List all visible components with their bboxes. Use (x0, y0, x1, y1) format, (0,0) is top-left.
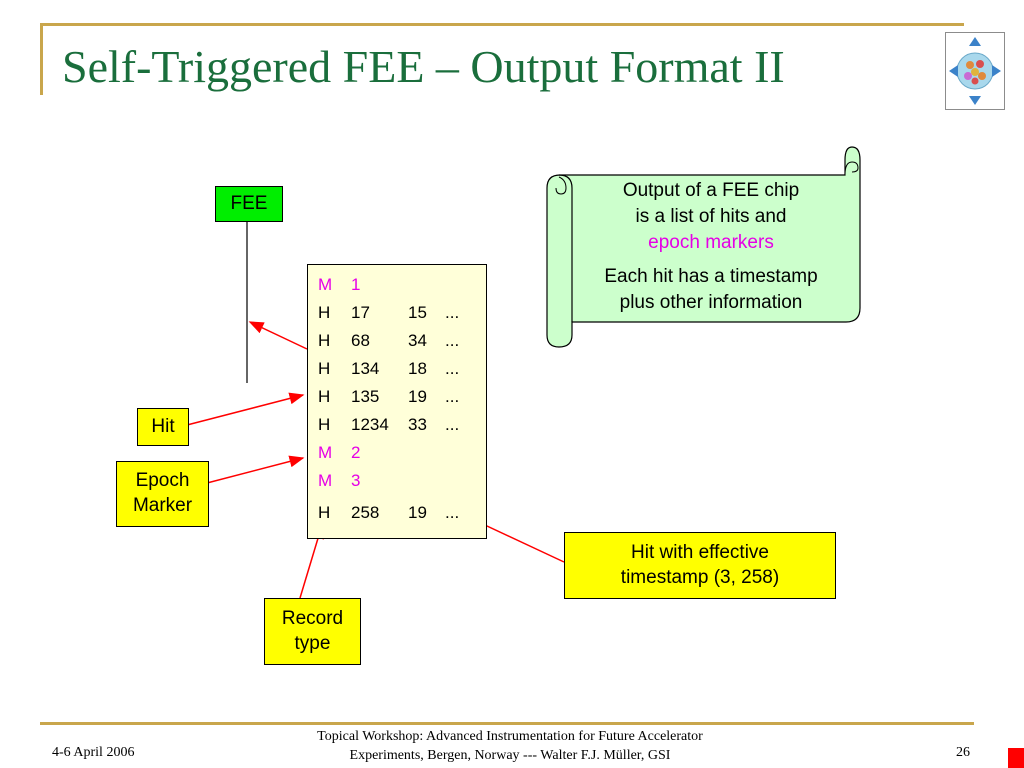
record-value: 33 (408, 415, 427, 434)
record-timestamp: 68 (351, 331, 370, 350)
note-line3: epoch markers (648, 232, 774, 253)
record-more: ... (445, 303, 460, 322)
effective-line2: timestamp (3, 258) (620, 566, 780, 588)
record-type: M (318, 471, 333, 490)
arrow-effective-timestamp (470, 518, 565, 563)
record-more: ... (445, 503, 460, 522)
record-timestamp: 17 (351, 303, 370, 322)
footer-citation: Topical Workshop: Advanced Instrumentati… (250, 727, 770, 765)
footer-date: 4-6 April 2006 (52, 745, 135, 760)
epoch-label-line1: Epoch (135, 470, 190, 492)
record-value: 18 (408, 359, 427, 378)
note-line5: plus other information (619, 292, 803, 313)
record-label-line2: type (294, 632, 331, 654)
record-type: H (318, 415, 331, 434)
arrow-list-to-fee (248, 321, 308, 350)
slide-title: Self-Triggered FEE – Output Format II (62, 41, 785, 92)
fee-box: FEE (215, 186, 283, 222)
record-label-line1: Record (281, 607, 344, 629)
record-timestamp: 135 (351, 387, 380, 406)
top-frame-line (40, 23, 964, 26)
footer-line1: Topical Workshop: Advanced Instrumentati… (317, 729, 703, 744)
hit-label: Hit (151, 415, 175, 437)
footer-line2: Experiments, Bergen, Norway --- Walter F… (349, 748, 671, 763)
record-more: ... (445, 415, 460, 434)
record-timestamp: 2 (351, 443, 361, 462)
record-more: ... (445, 387, 460, 406)
record-type: H (318, 303, 331, 322)
record-list: M 1 H 17 15 ... H 68 34 ... H 134 18 ...… (307, 264, 487, 539)
effective-line1: Hit with effective (631, 541, 769, 563)
epoch-marker-label-box: Epoch Marker (116, 461, 209, 527)
left-frame-line (40, 23, 43, 95)
arrow-epoch-marker (206, 455, 305, 484)
corner-marker (1008, 748, 1024, 768)
note-line1: Output of a FEE chip (622, 180, 800, 201)
record-value: 19 (408, 503, 427, 522)
hit-label-box: Hit (137, 408, 189, 446)
record-type: H (318, 359, 331, 378)
record-type-label-box: Record type (264, 598, 361, 665)
record-value: 34 (408, 331, 427, 350)
scroll-note-text: Output of a FEE chip is a list of hits a… (575, 178, 847, 316)
record-timestamp: 258 (351, 503, 380, 522)
record-type: H (318, 387, 331, 406)
note-line4: Each hit has a timestamp (604, 266, 818, 287)
epoch-label-line2: Marker (132, 495, 193, 516)
record-type: M (318, 275, 333, 294)
bottom-frame-line (40, 722, 974, 725)
scroll-note-shape (546, 146, 861, 348)
record-value: 15 (408, 303, 427, 322)
effective-timestamp-label-box: Hit with effective timestamp (3, 258) (564, 532, 836, 599)
record-value: 19 (408, 387, 427, 406)
record-timestamp: 134 (351, 359, 380, 378)
record-timestamp: 1234 (351, 415, 389, 434)
record-more: ... (445, 359, 460, 378)
record-type: H (318, 503, 331, 522)
record-timestamp: 1 (351, 275, 361, 294)
fee-label: FEE (230, 192, 268, 214)
logo-icon (945, 32, 1005, 110)
record-timestamp: 3 (351, 471, 361, 490)
page-number: 26 (956, 745, 970, 760)
note-line2: is a list of hits and (635, 206, 787, 227)
record-type: M (318, 443, 333, 462)
record-more: ... (445, 331, 460, 350)
arrow-hit (186, 392, 305, 426)
record-type: H (318, 331, 331, 350)
